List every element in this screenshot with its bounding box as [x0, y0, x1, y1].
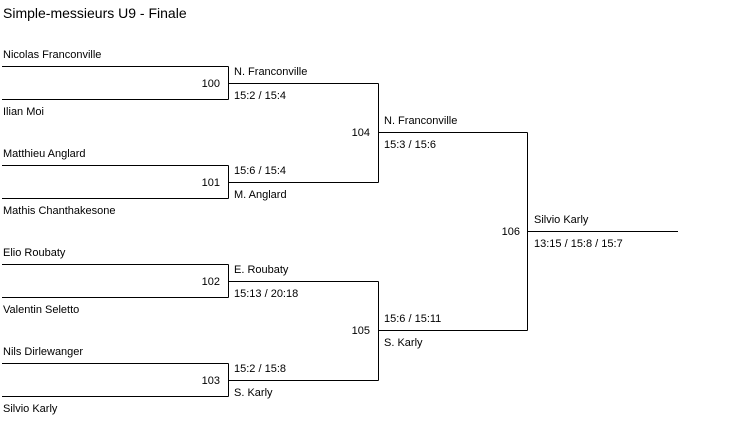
match-winner: S. Karly: [234, 387, 273, 399]
player-name: Mathis Chanthakesone: [3, 205, 116, 217]
match-number: 104: [351, 127, 370, 139]
match-score: 15:2 / 15:8: [234, 363, 286, 375]
player-name: Valentin Seletto: [3, 304, 80, 316]
match-number: 102: [201, 276, 220, 288]
match-winner: N. Franconville: [384, 115, 458, 127]
match-number: 100: [201, 78, 220, 90]
match-winner: E. Roubaty: [234, 264, 289, 276]
match-score: 15:6 / 15:11: [384, 313, 442, 325]
player-name: Elio Roubaty: [3, 247, 66, 259]
match-number: 103: [201, 375, 220, 387]
player-name: Matthieu Anglard: [3, 148, 86, 160]
match-number: 105: [351, 325, 370, 337]
match-number: 101: [201, 177, 220, 189]
final-winner: Silvio Karly: [534, 214, 589, 226]
player-name: Silvio Karly: [3, 403, 58, 415]
match-score: 15:3 / 15:6: [384, 139, 436, 151]
final-score: 13:15 / 15:8 / 15:7: [534, 238, 623, 250]
player-name: Nicolas Franconville: [3, 49, 102, 61]
match-winner: M. Anglard: [234, 189, 287, 201]
match-number: 106: [501, 226, 520, 238]
match-score: 15:13 / 20:18: [234, 288, 299, 300]
match-score: 15:6 / 15:4: [234, 165, 286, 177]
match-winner: S. Karly: [384, 337, 423, 349]
match-score: 15:2 / 15:4: [234, 90, 286, 102]
player-name: Nils Dirlewanger: [3, 346, 84, 358]
player-name: Ilian Moi: [3, 106, 44, 118]
page-title: Simple-messieurs U9 - Finale: [3, 5, 187, 21]
match-winner: N. Franconville: [234, 66, 308, 78]
